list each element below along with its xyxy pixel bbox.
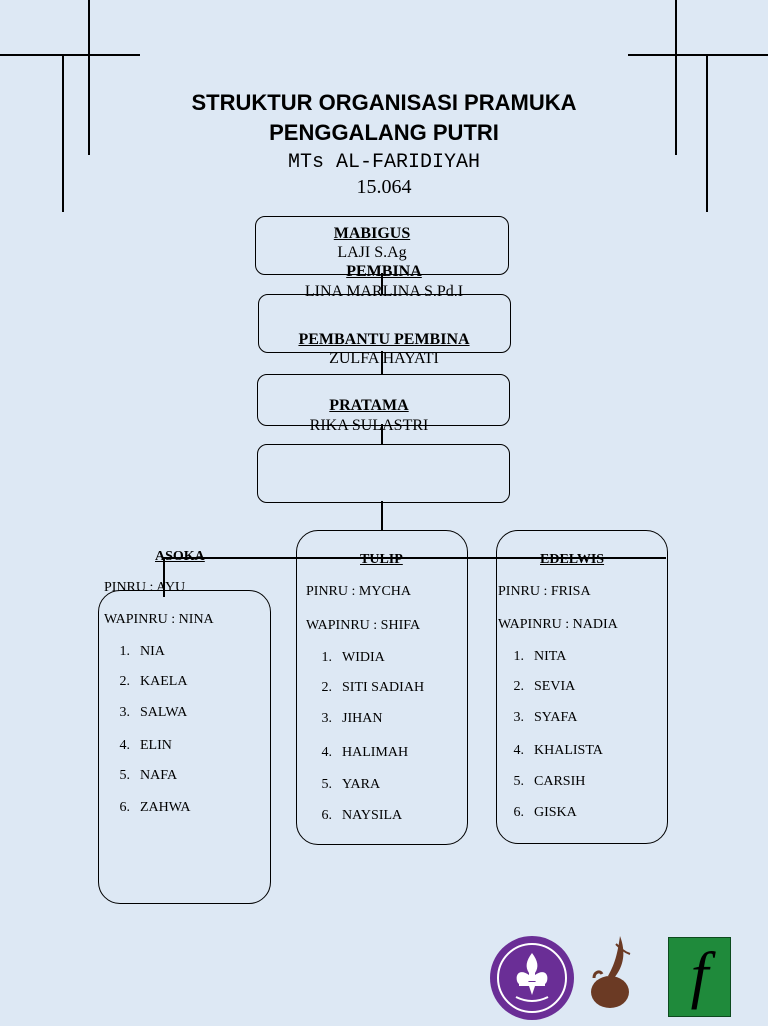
connector-line: [381, 351, 383, 374]
role-pratama: PRATAMA: [329, 397, 409, 414]
group-name-asoka: ASOKA: [155, 549, 205, 564]
list-item: 3.SYAFA: [513, 710, 578, 725]
corner-line: [88, 0, 90, 155]
leader-box-4: [257, 444, 510, 503]
list-item: 2.SITI SADIAH: [321, 680, 425, 695]
list-item: 3.SALWA: [119, 705, 188, 720]
leader-box-2: [258, 294, 511, 353]
corner-line: [706, 56, 708, 212]
corner-line: [675, 0, 677, 155]
corner-line: [62, 56, 64, 212]
group-box-asoka: [98, 590, 271, 904]
list-item: 3.JIHAN: [321, 711, 383, 726]
list-item: 1.WIDIA: [321, 650, 385, 665]
corner-line: [0, 54, 140, 56]
connector-line: [381, 501, 383, 558]
name-pratama: RIKA SULASTRI: [309, 417, 429, 434]
f-letter-logo: f: [668, 937, 731, 1017]
name-pembina: LINA MARLINA S.Pd.I: [304, 283, 464, 300]
list-item: 2.KAELA: [119, 674, 188, 689]
list-item: 4.HALIMAH: [321, 745, 409, 760]
group-name-edelwis: EDELWIS: [540, 552, 605, 567]
wosm-emblem-icon: [489, 935, 575, 1021]
list-item: 6.GISKA: [513, 805, 577, 820]
list-item: 2.SEVIA: [513, 679, 576, 694]
list-item: 6.NAYSILA: [321, 808, 403, 823]
name-pembantu-pembina: ZULFA HAYATI: [329, 350, 439, 367]
pinru-asoka: PINRU : AYU: [104, 580, 186, 595]
list-item: 4.ELIN: [119, 738, 172, 753]
group-box-edelwis: [496, 530, 668, 844]
page-subtitle: PENGGALANG PUTRI: [269, 120, 499, 145]
list-item: 4.KHALISTA: [513, 743, 603, 758]
group-box-tulip: [296, 530, 468, 845]
role-mabigus: MABIGUS: [333, 225, 411, 242]
list-item: 1.NITA: [513, 649, 567, 664]
corner-line: [628, 54, 768, 56]
wapinru-edelwis: WAPINRU : NADIA: [498, 617, 618, 632]
connector-line: [296, 557, 666, 559]
pinru-tulip: PINRU : MYCHA: [306, 584, 412, 599]
leader-box-3: [257, 374, 510, 426]
list-item: 5.CARSIH: [513, 774, 586, 789]
f-letter-icon: f: [690, 939, 709, 1010]
list-item: 5.YARA: [321, 777, 381, 792]
wapinru-tulip: WAPINRU : SHIFA: [306, 618, 421, 633]
pinru-edelwis: PINRU : FRISA: [498, 584, 591, 599]
list-item: 5.NAFA: [119, 768, 178, 783]
role-pembina: PEMBINA: [346, 263, 422, 280]
connector-line: [381, 273, 383, 294]
tunas-kelapa-icon: [586, 930, 636, 1012]
connector-line: [163, 557, 165, 597]
connector-line: [381, 424, 383, 444]
list-item: 1.NIA: [119, 644, 165, 659]
role-pembantu-pembina: PEMBANTU PEMBINA: [298, 331, 470, 348]
page-title: STRUKTUR ORGANISASI PRAMUKA: [191, 90, 577, 115]
school-name: MTs AL-FARIDIYAH: [287, 151, 481, 174]
school-code: 15.064: [356, 176, 412, 198]
group-name-tulip: TULIP: [360, 552, 403, 567]
list-item: 6.ZAHWA: [119, 800, 191, 815]
wapinru-asoka: WAPINRU : NINA: [104, 612, 214, 627]
name-mabigus: LAJI S.Ag: [337, 244, 407, 261]
